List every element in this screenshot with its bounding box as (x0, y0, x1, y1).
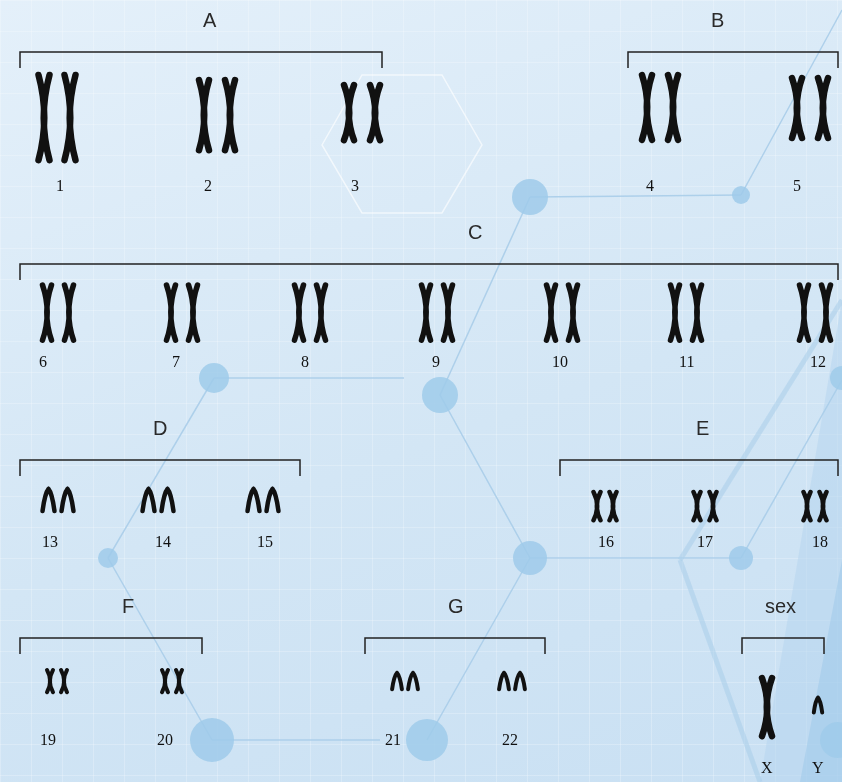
chromosome-number: 13 (42, 534, 58, 550)
chromosome-number: 16 (598, 534, 614, 550)
group-label: B (711, 10, 724, 30)
chromosome-number: 14 (155, 534, 171, 550)
chromosome-number: 21 (385, 732, 401, 748)
chromosome-number: 1 (56, 178, 64, 194)
chromosome-number: 9 (432, 354, 440, 370)
chromosome-number: 2 (204, 178, 212, 194)
chromosome-number: 22 (502, 732, 518, 748)
group-label: D (153, 418, 167, 438)
chromosome-number: 6 (39, 354, 47, 370)
chromosome-number: 17 (697, 534, 713, 550)
chromosome-number: 11 (679, 354, 694, 370)
chromosome-number: 4 (646, 178, 654, 194)
chromosome-number: 10 (552, 354, 568, 370)
group-label: E (696, 418, 709, 438)
chromosome-number: 5 (793, 178, 801, 194)
group-label: sex (765, 596, 796, 616)
chromosome-number: 18 (812, 534, 828, 550)
group-label: F (122, 596, 134, 616)
group-label: C (468, 222, 482, 242)
chromosome-number: 20 (157, 732, 173, 748)
chromosome-number: 12 (810, 354, 826, 370)
group-label: G (448, 596, 464, 616)
chromosome-number: 3 (351, 178, 359, 194)
chromosome-number: Y (812, 760, 824, 776)
group-bracket (20, 52, 838, 654)
chromosome-number: 7 (172, 354, 180, 370)
chromosome-number: 19 (40, 732, 56, 748)
chromosome-number: X (761, 760, 773, 776)
group-label: A (203, 10, 216, 30)
chromosome-number: 15 (257, 534, 273, 550)
chromosome (39, 75, 831, 736)
chromosome-number: 8 (301, 354, 309, 370)
